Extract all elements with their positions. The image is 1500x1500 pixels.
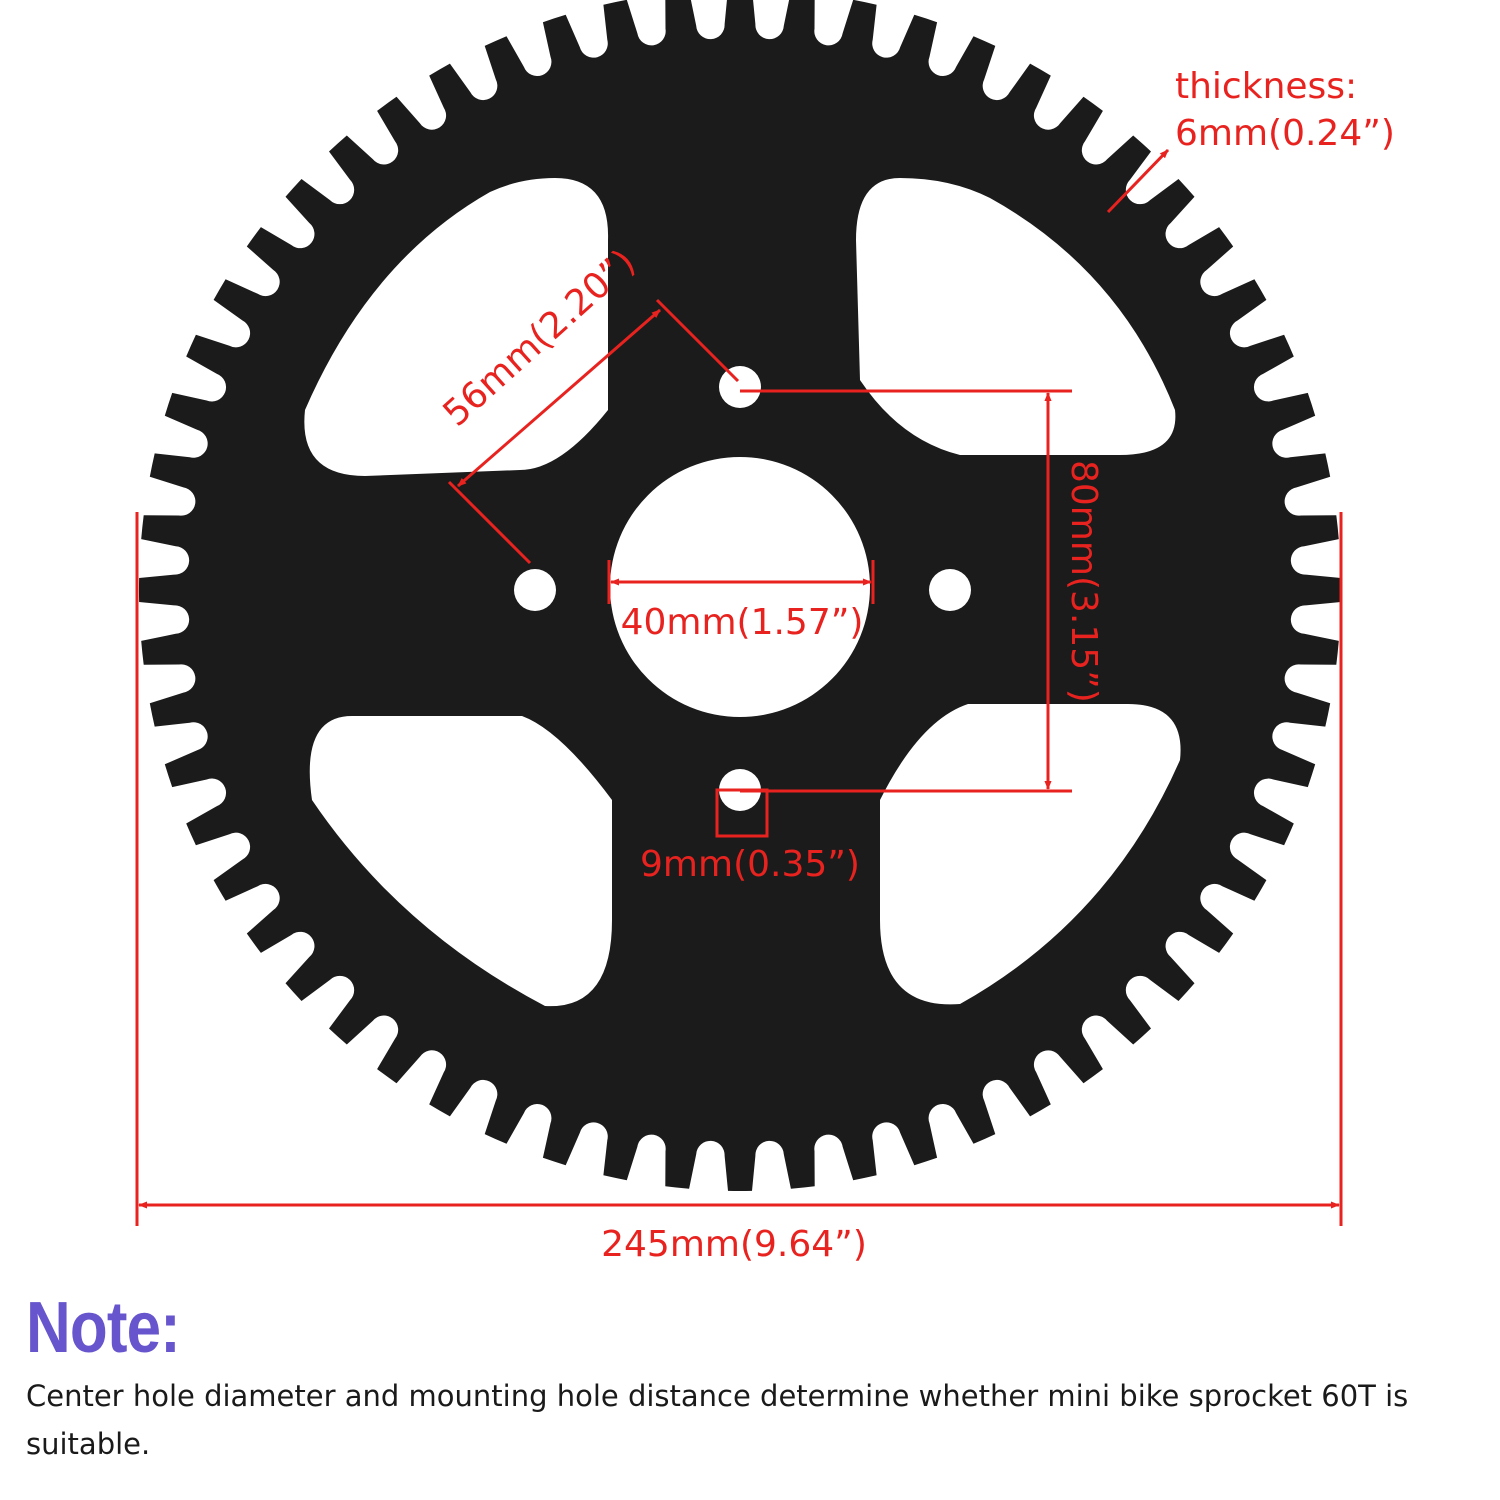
spacing-extension-top [655,298,740,383]
spacing-dimension-line [457,308,661,488]
bolt-pattern-label: 80mm(3.15”) [1063,460,1104,703]
note-heading: Note: [26,1288,181,1368]
thickness-label: thickness: [1175,66,1357,107]
mount-hole-marker [715,788,769,838]
thickness-value: 6mm(0.24”) [1175,113,1395,154]
note-body: Center hole diameter and mounting hole d… [26,1379,1409,1461]
dimension-lines [135,148,1343,1226]
spacing-extension-bottom [447,480,532,565]
mount-hole-label: 9mm(0.35”) [640,844,860,885]
outer-diameter-label: 245mm(9.64”) [601,1224,867,1265]
sprocket-gear [138,0,1342,1192]
center-hole-label: 40mm(1.57”) [621,602,864,643]
thickness-arrow [1106,148,1170,214]
